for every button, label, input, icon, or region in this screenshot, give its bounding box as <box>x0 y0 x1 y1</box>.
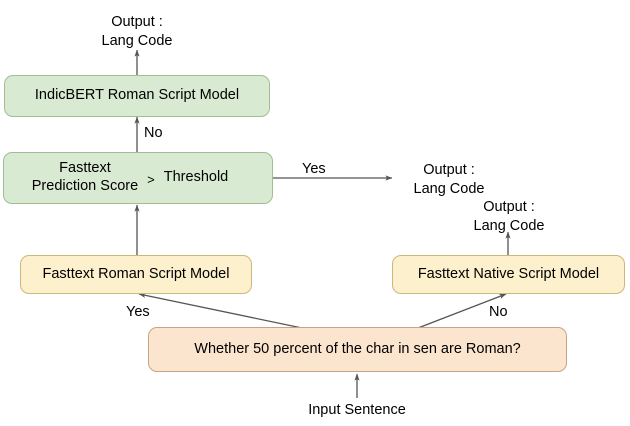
output-native-line2: Lang Code <box>473 218 545 235</box>
node-indicbert-roman-script-model[interactable]: IndicBERT Roman Script Model <box>4 75 270 117</box>
output-top-line1: Output : <box>111 14 163 30</box>
edge-label-no-threshold-indicbert: No <box>144 125 163 141</box>
output-yes-label: Output : Lang Code <box>414 161 485 199</box>
node-indicbert-label: IndicBERT Roman Script Model <box>34 87 240 104</box>
output-top-line2: Lang Code <box>101 33 173 50</box>
threshold-left-line1: Fasttext <box>59 160 111 177</box>
input-sentence-label: Input Sentence <box>308 402 406 418</box>
node-decision-roman-char-check[interactable]: Whether 50 percent of the char in sen ar… <box>148 327 567 372</box>
threshold-operator: > <box>147 171 155 187</box>
edge-label-yes-decision-roman: Yes <box>126 304 150 320</box>
output-yes-line2: Lang Code <box>413 181 485 198</box>
node-fasttext-prediction-threshold[interactable]: Fasttext Prediction Score > Threshold <box>3 152 273 204</box>
node-fasttext-native-script-model[interactable]: Fasttext Native Script Model <box>392 255 625 294</box>
node-decision-label: Whether 50 percent of the char in sen ar… <box>194 340 521 357</box>
threshold-left-line2: Prediction Score <box>31 178 139 194</box>
node-fasttext-roman-label: Fasttext Roman Script Model <box>42 265 230 282</box>
threshold-left-text: Fasttext Prediction Score <box>32 160 138 195</box>
output-yes-line1: Output : <box>423 162 475 178</box>
node-fasttext-native-label: Fasttext Native Script Model <box>417 265 600 282</box>
arrow-decision-to-roman <box>138 292 303 329</box>
output-native-line1: Output : <box>483 199 535 215</box>
edge-label-no-decision-native: No <box>489 304 508 320</box>
output-top-label: Output : Lang Code <box>102 13 173 51</box>
node-fasttext-roman-script-model[interactable]: Fasttext Roman Script Model <box>20 255 252 294</box>
output-native-label: Output : Lang Code <box>474 198 545 236</box>
edge-label-yes-threshold-output: Yes <box>302 161 326 177</box>
threshold-inner: Fasttext Prediction Score > Threshold <box>4 160 272 195</box>
threshold-right-text: Threshold <box>163 169 229 186</box>
